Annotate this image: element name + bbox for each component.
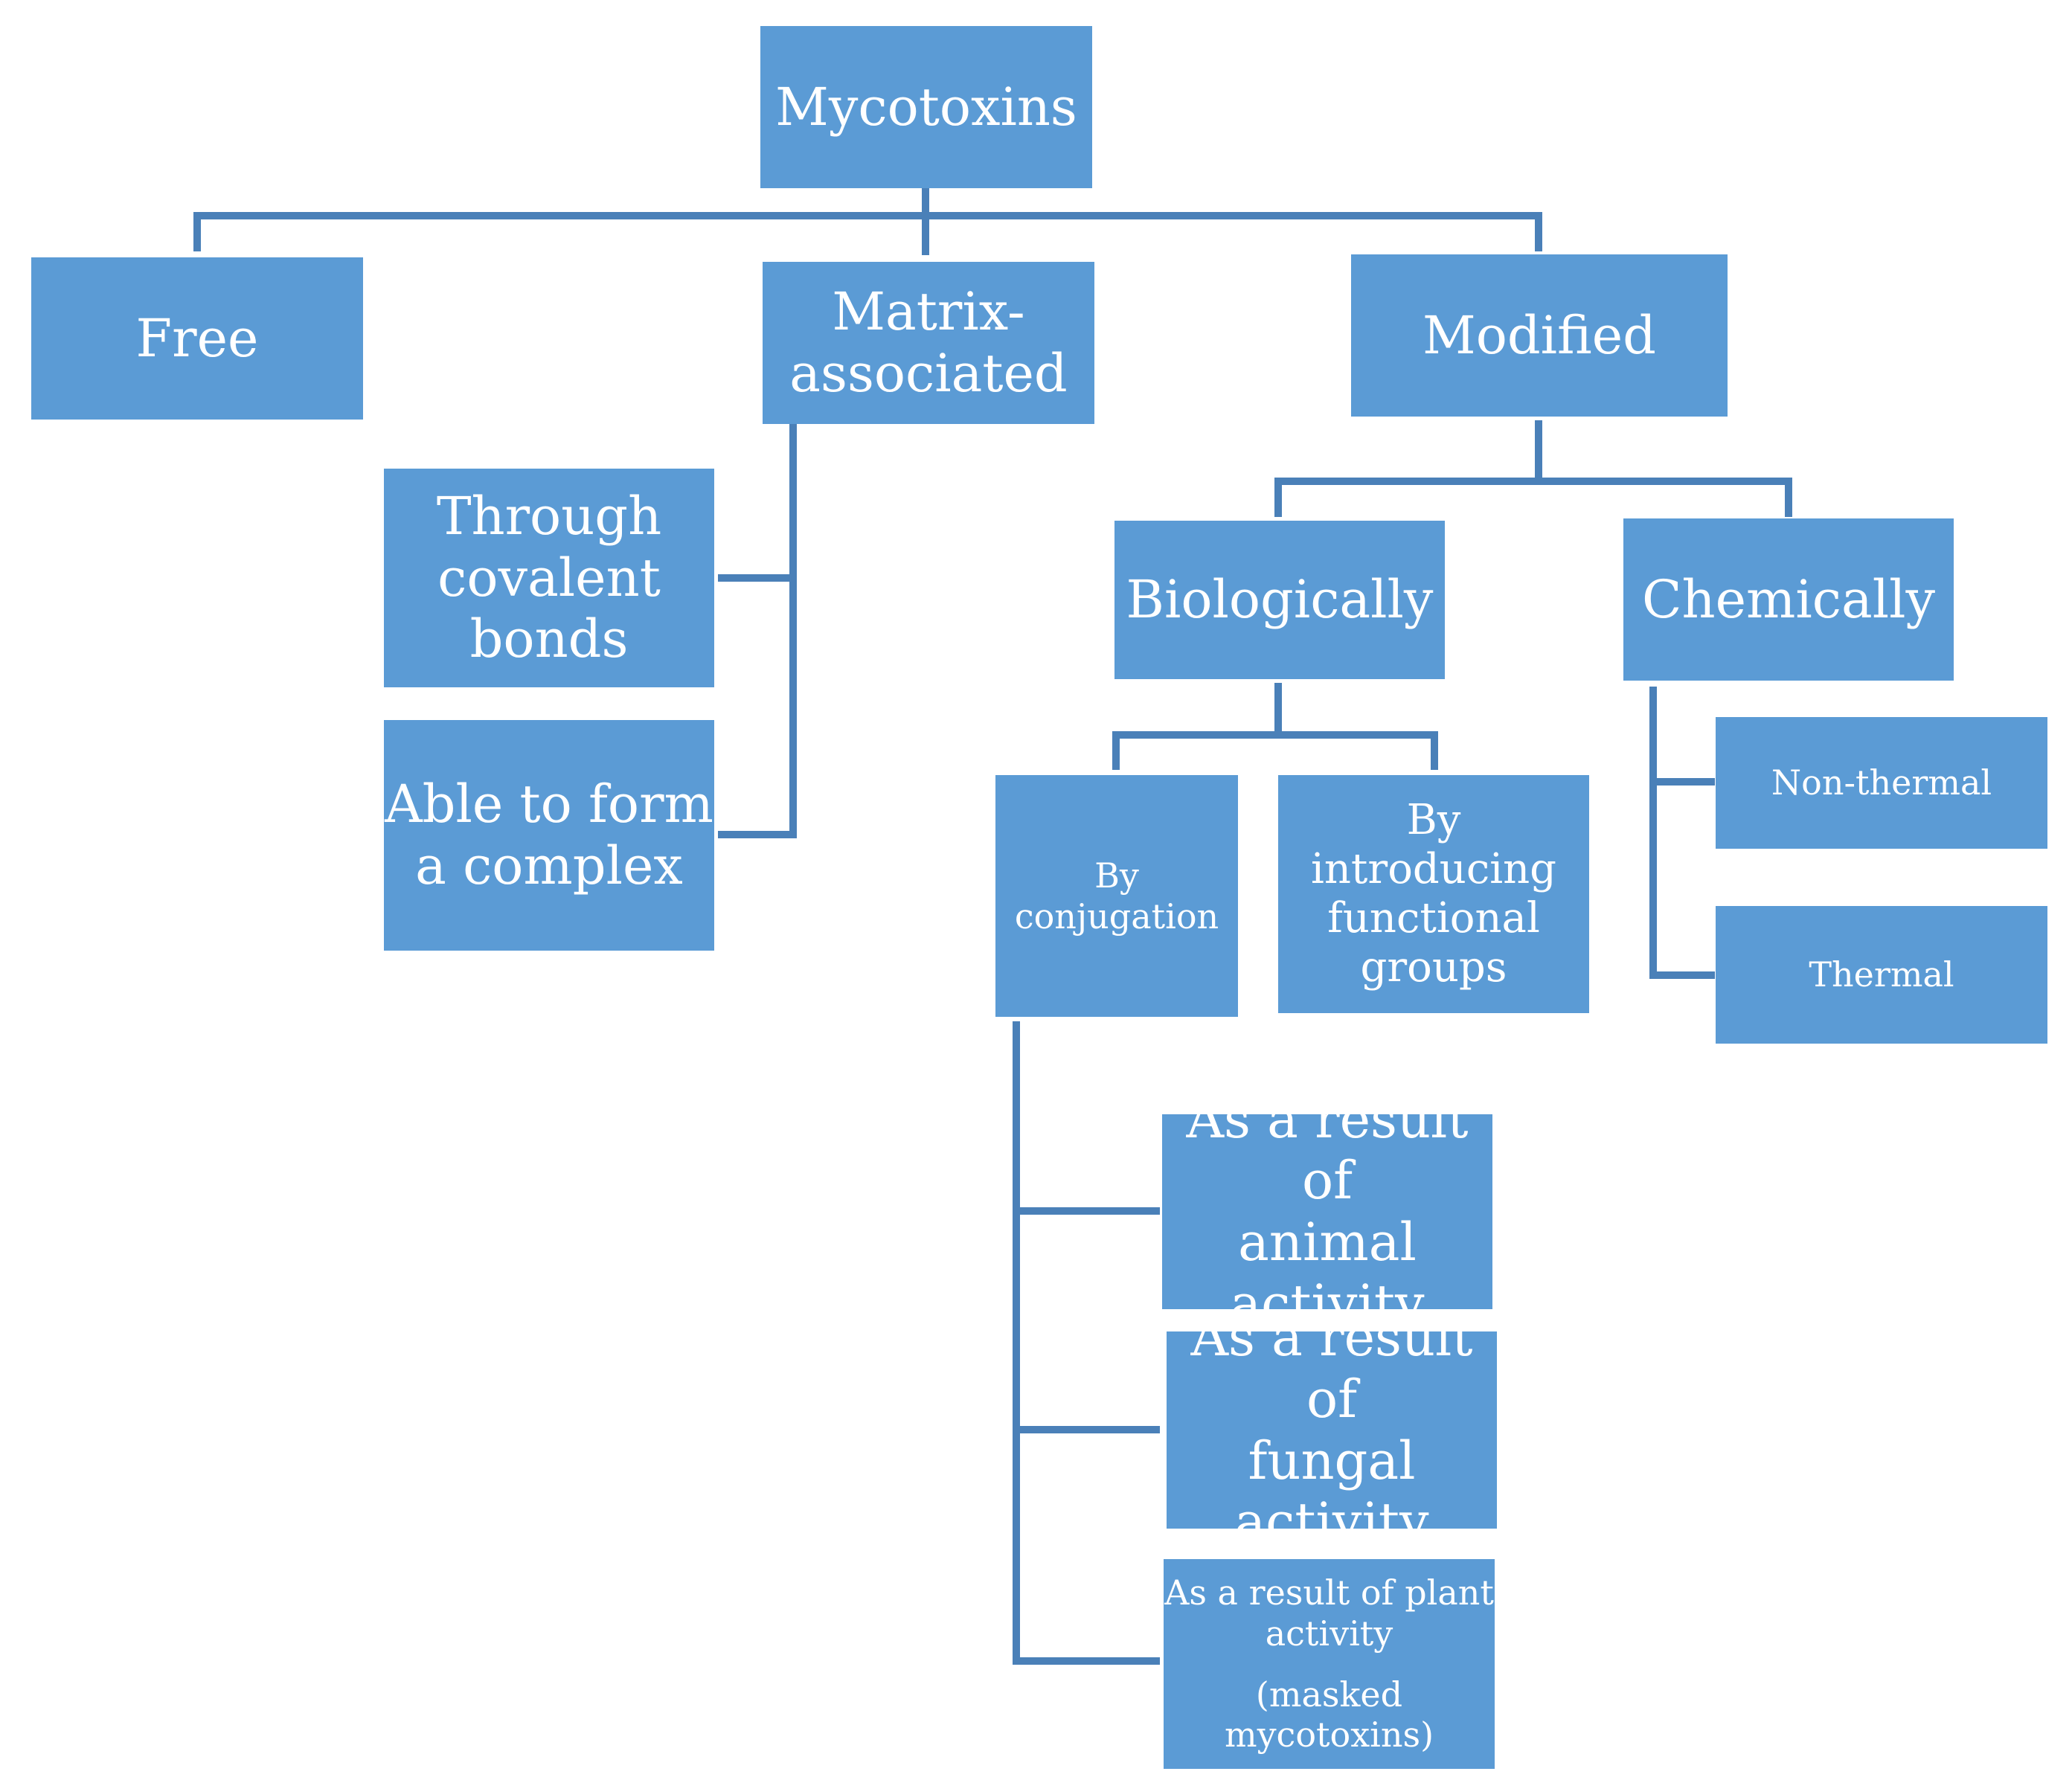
node-covalent-line-2: covalent [437,547,661,608]
node-fungal-line-2: fungal activity [1234,1430,1429,1553]
node-plant-line-3: (masked [1255,1674,1403,1715]
connector-root-bar [193,212,1542,251]
node-fungal-activity: As a result of fungal activity [1167,1307,1497,1552]
connector-biologically [1112,731,1438,770]
connector-modified [1274,478,1792,517]
node-functional-line-3: groups [1360,943,1507,992]
node-matrix-associated: Matrix- associated [763,262,1094,424]
node-covalent-line-3: bonds [469,608,629,670]
node-plant-line-4: mycotoxins) [1224,1715,1434,1755]
node-plant-line-2: activity [1265,1613,1393,1654]
node-conjugation-line-2: conjugation [1014,896,1219,937]
connector-matrix [718,424,797,838]
node-thermal-label: Thermal [1809,954,1954,995]
node-functional-groups: By introducing functional groups [1278,775,1589,1013]
node-plant-line-1: As a result of plant [1164,1572,1494,1613]
node-fungal-line-1: As a result of [1190,1307,1473,1430]
node-matrix-associated-line-2: associated [789,343,1068,404]
node-modified: Modified [1351,254,1728,417]
node-mycotoxins-label: Mycotoxins [775,76,1077,138]
node-modified-label: Modified [1423,304,1656,366]
node-animal-line-1: As a result of [1186,1088,1469,1212]
node-mycotoxins: Mycotoxins [760,26,1092,188]
node-free: Free [31,257,363,420]
node-animal-activity: As a result of animal activity [1162,1089,1492,1334]
node-biologically: Biologically [1114,521,1445,679]
node-matrix-associated-line-1: Matrix- [832,281,1025,343]
node-chemically-label: Chemically [1641,568,1936,630]
node-form-complex: Able to form a complex [384,720,714,951]
node-animal-line-2: animal activity [1230,1212,1425,1334]
node-plant-activity: As a result of plant activity (masked my… [1164,1559,1495,1769]
node-free-label: Free [135,307,259,369]
node-covalent-bonds: Through covalent bonds [384,469,714,687]
node-thermal: Thermal [1716,906,2047,1044]
node-non-thermal-label: Non-thermal [1771,762,1992,803]
node-complex-line-1: Able to form [385,774,713,835]
node-conjugation-line-1: By [1094,855,1139,896]
node-complex-line-2: a complex [415,835,683,896]
node-by-conjugation: By conjugation [995,775,1238,1017]
node-biologically-label: Biologically [1126,569,1434,631]
node-covalent-line-1: Through [436,486,662,547]
node-non-thermal: Non-thermal [1716,717,2047,849]
node-functional-line-2: functional [1327,894,1540,942]
connector-conjugation [1013,1021,1160,1665]
connector-chemically [1649,687,1715,979]
node-functional-line-1: By introducing [1310,795,1557,893]
node-chemically: Chemically [1623,518,1954,681]
